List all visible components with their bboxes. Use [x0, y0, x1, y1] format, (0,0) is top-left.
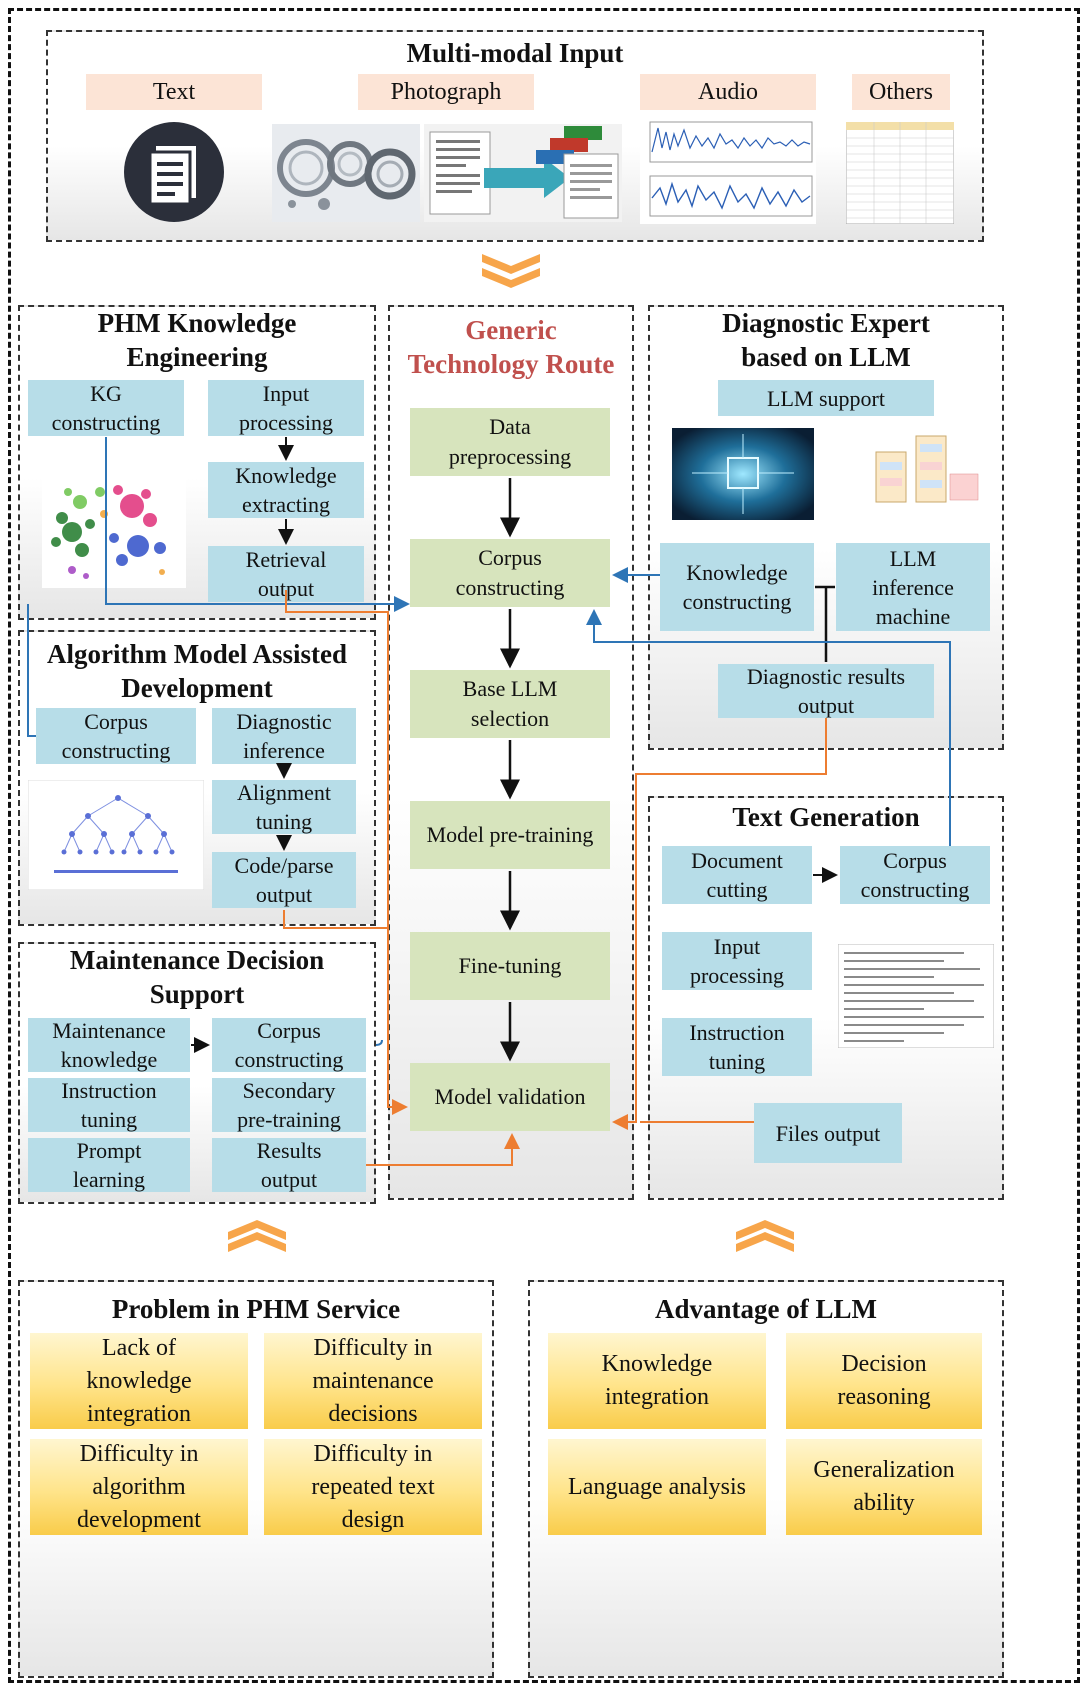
step-base-llm-selection: Base LLM selection [410, 670, 610, 738]
llm-inference-machine: LLM inference machine [836, 543, 990, 631]
maint-instruction-tuning: Instruction tuning [28, 1078, 190, 1132]
document-cutting: Document cutting [662, 846, 812, 904]
problem-title: Problem in PHM Service [111, 1294, 401, 1324]
text-file-icon [838, 944, 994, 1048]
ai-chip-icon [672, 428, 814, 520]
bearings-photo-icon [272, 124, 420, 222]
step-fine-tuning: Fine-tuning [410, 932, 610, 1000]
problem-algorithm-development: Difficulty in algorithm development [30, 1439, 248, 1535]
maintenance-knowledge: Maintenance knowledge [28, 1018, 190, 1072]
label-text: Text [86, 74, 262, 110]
tree-diagram-icon [28, 780, 204, 890]
input-processing: Input processing [208, 380, 364, 436]
llm-support: LLM support [718, 380, 934, 416]
chevron-up-icon [228, 1220, 286, 1252]
step-corpus-constructing: Corpus constructing [410, 539, 610, 607]
textgen-input-processing: Input processing [662, 932, 812, 990]
problem-maintenance-decisions: Difficulty in maintenance decisions [264, 1333, 482, 1429]
retrieval-output: Retrieval output [208, 546, 364, 602]
chevron-up-icon [736, 1220, 794, 1252]
secondary-pretraining: Secondary pre-training [212, 1078, 366, 1132]
chevron-down-icon [482, 254, 540, 288]
expert-title: Diagnostic Expert based on LLM [722, 308, 930, 372]
outer-frame [8, 8, 1080, 1683]
results-output: Results output [212, 1138, 366, 1192]
problem-knowledge-integration: Lack of knowledge integration [30, 1333, 248, 1429]
advantage-title: Advantage of LLM [655, 1294, 877, 1324]
code-parse-output: Code/parse output [212, 852, 356, 908]
advantage-knowledge-integration: Knowledge integration [548, 1333, 766, 1429]
step-data-preprocessing: Data preprocessing [410, 408, 610, 476]
document-icon [124, 122, 224, 222]
phm-knowledge-title: PHM Knowledge Engineering [97, 308, 297, 372]
route-title: Generic Technology Route [407, 315, 615, 379]
step-model-pretraining: Model pre-training [410, 801, 610, 869]
knowledge-graph-icon [42, 462, 186, 588]
ocr-icon [424, 124, 622, 222]
step-model-validation: Model validation [410, 1063, 610, 1131]
label-others: Others [852, 74, 950, 110]
textgen-title: Text Generation [732, 802, 920, 832]
advantage-language-analysis: Language analysis [548, 1439, 766, 1535]
diagnostic-inference: Diagnostic inference [212, 708, 356, 764]
knowledge-extracting: Knowledge extracting [208, 462, 364, 518]
multimodal-title: Multi-modal Input [406, 38, 624, 68]
label-photograph: Photograph [358, 74, 534, 110]
advantage-decision-reasoning: Decision reasoning [786, 1333, 982, 1429]
transformer-diagram-icon [862, 422, 982, 524]
textgen-corpus-constructing: Corpus constructing [840, 846, 990, 904]
files-output: Files output [754, 1103, 902, 1163]
advantage-generalization-ability: Generalization ability [786, 1439, 982, 1535]
knowledge-constructing: Knowledge constructing [660, 543, 814, 631]
maintenance-title: Maintenance Decision Support [69, 945, 325, 1009]
spreadsheet-icon [846, 122, 954, 224]
label-audio: Audio [640, 74, 816, 110]
textgen-instruction-tuning: Instruction tuning [662, 1018, 812, 1076]
problem-repeated-text-design: Difficulty in repeated text design [264, 1439, 482, 1535]
maint-corpus-constructing: Corpus constructing [212, 1018, 366, 1072]
alignment-tuning: Alignment tuning [212, 780, 356, 834]
diagnostic-results-output: Diagnostic results output [718, 664, 934, 718]
audio-waveform-icon [640, 118, 816, 224]
algorithm-title: Algorithm Model Assisted Development [47, 639, 347, 703]
algo-corpus-constructing: Corpus constructing [36, 708, 196, 764]
prompt-learning: Prompt learning [28, 1138, 190, 1192]
kg-constructing: KG constructing [28, 380, 184, 436]
